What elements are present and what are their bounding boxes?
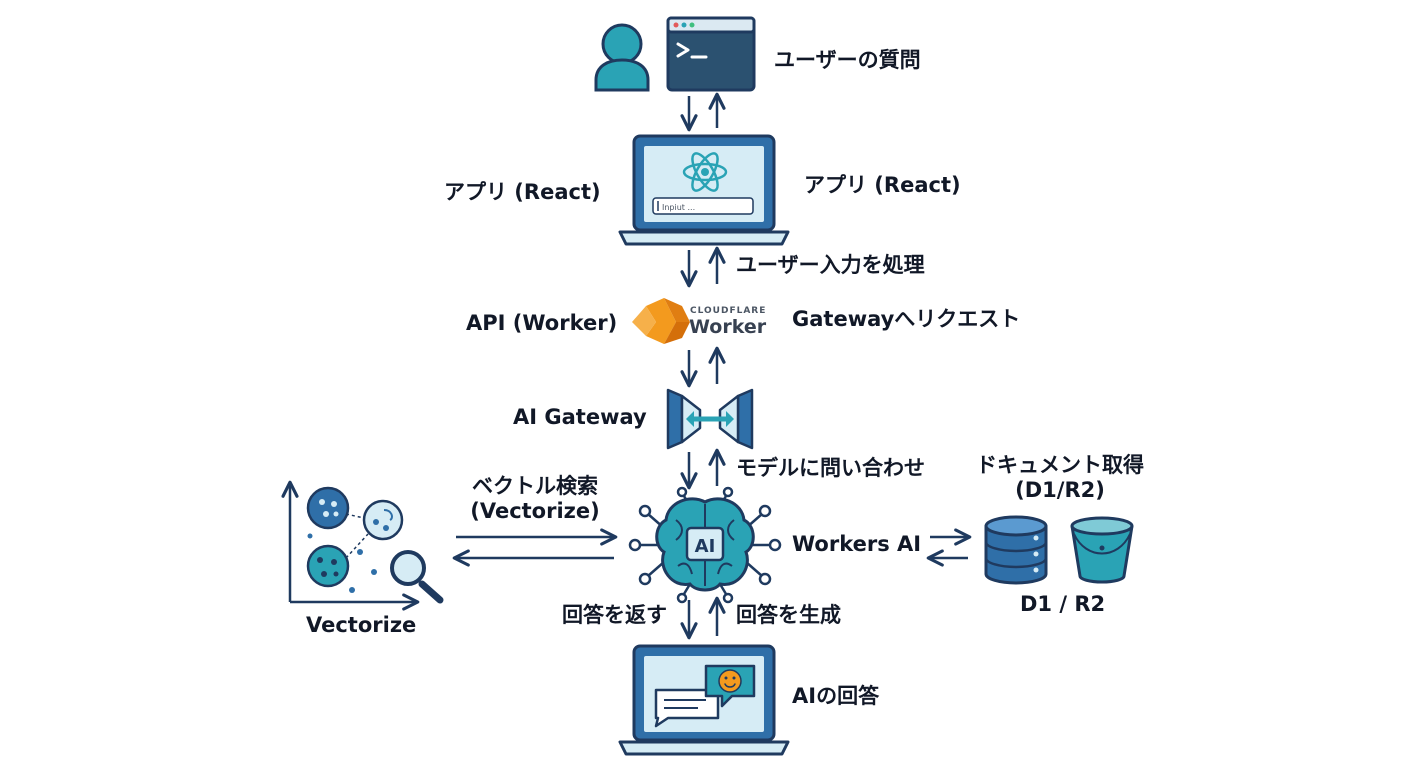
ai-brain-icon (628, 486, 782, 604)
label-query-model: モデルに問い合わせ (736, 456, 925, 480)
label-process-input: ユーザー入力を処理 (736, 253, 925, 277)
label-vector-search: ベクトル検索 (Vectorize) (455, 474, 615, 524)
user-icon (594, 23, 650, 92)
chat-bubble-icon (654, 664, 756, 728)
label-doc-fetch: ドキュメント取得 (D1/R2) (966, 453, 1154, 503)
label-generate-answer: 回答を生成 (736, 603, 841, 627)
label-workers-ai: Workers AI (792, 532, 922, 556)
worker-brand-small: CLOUDFLARE (690, 306, 766, 316)
app-laptop: Inpiut ... (618, 134, 790, 246)
app-input-field (652, 197, 754, 215)
answer-laptop (618, 644, 790, 756)
react-logo-icon (682, 152, 728, 192)
label-app-right: アプリ (React) (804, 173, 961, 197)
label-ai-gateway: AI Gateway (513, 405, 647, 429)
label-vector-search-line2: (Vectorize) (470, 499, 600, 524)
magnifier-icon (390, 550, 444, 604)
cloudflare-logo-icon (632, 298, 690, 344)
label-vectorize: Vectorize (306, 613, 417, 637)
label-app-left: アプリ (React) (444, 180, 601, 204)
terminal-icon (666, 16, 756, 92)
bucket-icon (1070, 516, 1134, 584)
label-return-answer: 回答を返す (562, 603, 667, 627)
database-icon (984, 515, 1048, 585)
flow-arrows (452, 92, 972, 640)
label-vector-search-line1: ベクトル検索 (472, 474, 598, 498)
app-input-placeholder: Inpiut ... (662, 203, 695, 212)
smiley-icon (718, 669, 742, 693)
label-ai-answer: AIの回答 (792, 684, 880, 708)
label-d1-r2: D1 / R2 (1020, 592, 1106, 616)
label-user-question: ユーザーの質問 (774, 48, 921, 72)
label-gateway-request: Gatewayへリクエスト (792, 307, 1021, 331)
gateway-icon (666, 388, 754, 450)
vector-scatter-icon (281, 480, 420, 611)
label-doc-fetch-line1: ドキュメント取得 (976, 453, 1144, 477)
worker-brand-large: Worker (689, 316, 767, 338)
ai-chip-label: AI (695, 536, 716, 557)
label-doc-fetch-line2: (D1/R2) (1015, 478, 1105, 503)
label-api-worker: API (Worker) (466, 311, 618, 335)
